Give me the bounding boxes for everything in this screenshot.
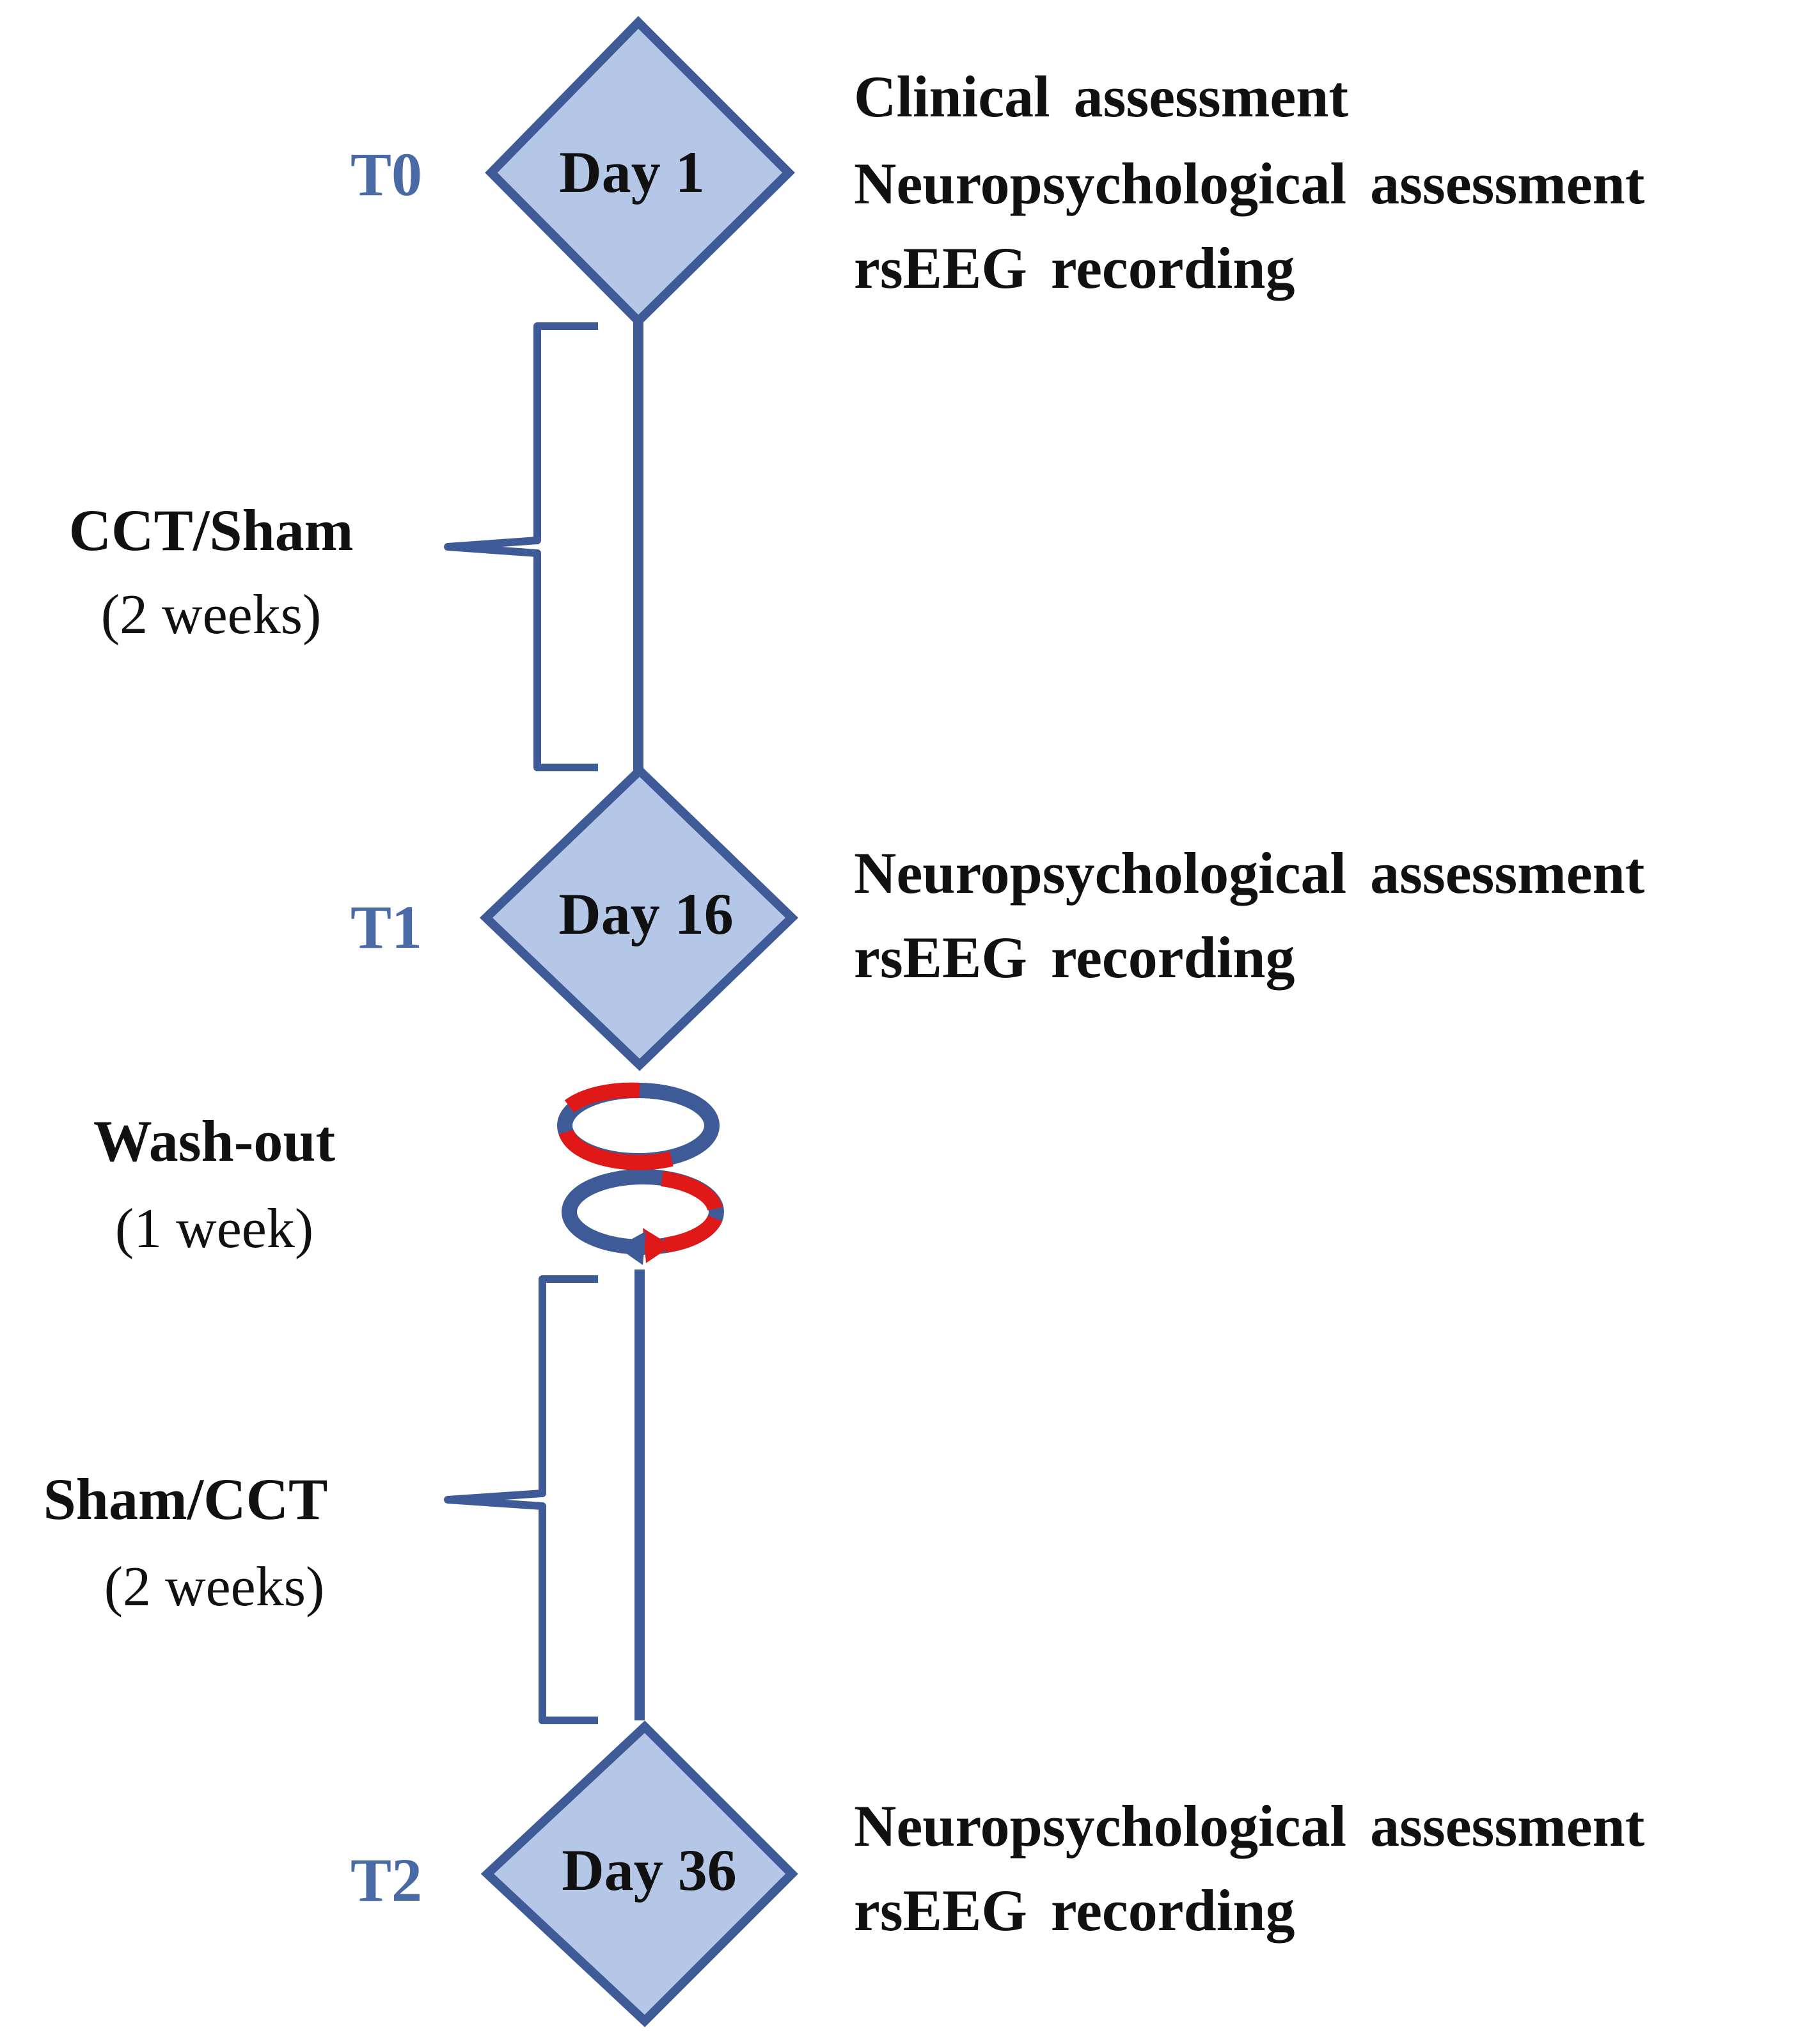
phase-duration-3: (2 weeks) bbox=[104, 1556, 325, 1618]
bracket-cct-sham bbox=[444, 322, 598, 771]
t2-description-2: rsEEG recording bbox=[854, 1878, 1295, 1943]
t1-description-1: Neuropsychological assessment bbox=[854, 840, 1645, 906]
t0-description-2: Neuropsychological assessment bbox=[854, 151, 1645, 216]
phase-duration-1: (2 weeks) bbox=[101, 584, 322, 646]
timepoint-diamond-t0 bbox=[485, 16, 795, 327]
timepoint-diamond-t1 bbox=[479, 764, 799, 1071]
bracket-sham-cct bbox=[444, 1275, 598, 1724]
t1-description-2: rsEEG recording bbox=[854, 925, 1295, 990]
timepoint-diamond-t2 bbox=[480, 1720, 798, 2027]
t0-description-3: rsEEG recording bbox=[854, 235, 1295, 301]
day-label-t1: Day 16 bbox=[558, 881, 733, 947]
crossover-arrows-icon bbox=[557, 1082, 724, 1265]
day-label-t2: Day 36 bbox=[562, 1837, 736, 1903]
phase-name-3: Sham/CCT bbox=[43, 1466, 328, 1532]
t2-description-1: Neuropsychological assessment bbox=[854, 1793, 1645, 1859]
timepoint-label-t1: T1 bbox=[351, 893, 422, 961]
phase-duration-2: (1 week) bbox=[115, 1198, 313, 1260]
phase-name-1: CCT/Sham bbox=[69, 498, 354, 563]
t0-description-1: Clinical assessment bbox=[854, 64, 1348, 129]
day-label-t0: Day 1 bbox=[559, 139, 704, 205]
timepoint-label-t2: T2 bbox=[351, 1846, 422, 1914]
phase-name-2: Wash-out bbox=[93, 1108, 336, 1174]
timepoint-label-t0: T0 bbox=[351, 140, 422, 208]
